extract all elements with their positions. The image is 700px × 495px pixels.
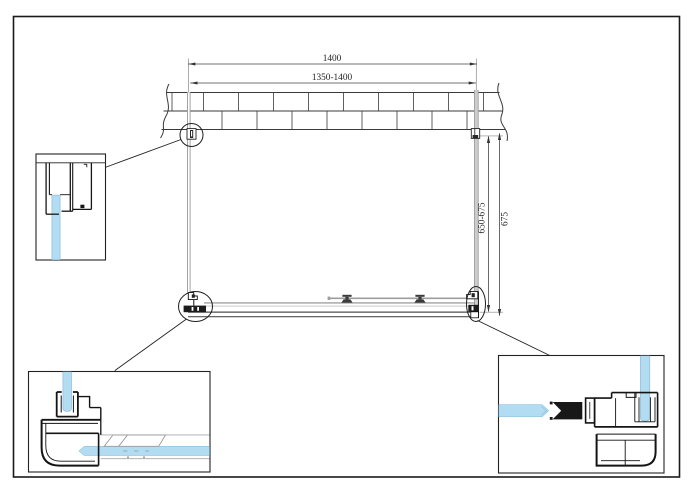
magnet-seal-section xyxy=(552,402,583,420)
dim-label-top-range: 1350-1400 xyxy=(312,73,353,83)
roller-right xyxy=(414,294,426,303)
top-left-bracket xyxy=(186,128,197,140)
dimension-right-total: 675 xyxy=(497,132,511,317)
wall-tile-band xyxy=(160,82,508,142)
detail-box-bottom-right xyxy=(497,354,665,474)
leader-lines xyxy=(104,139,550,371)
glass-panel xyxy=(187,58,479,312)
glass-section-vertical xyxy=(640,355,651,422)
glass-edge-right xyxy=(474,90,479,312)
glass-edge-right-fill xyxy=(474,90,479,312)
dimension-top-range: 1350-1400 xyxy=(190,73,476,85)
dimension-top-total: 1400 xyxy=(188,54,477,66)
bottom-rail xyxy=(188,294,477,318)
break-line-right xyxy=(497,82,508,142)
dim-label-top-total: 1400 xyxy=(323,54,342,64)
bottom-right-corner-bracket xyxy=(466,290,479,319)
bottom-left-corner-bracket xyxy=(183,292,206,313)
glass-edge-left xyxy=(187,92,191,293)
break-line-left xyxy=(160,83,170,139)
roller-left xyxy=(341,294,353,303)
roller-assembly-section xyxy=(103,434,167,452)
drawing-border xyxy=(12,15,681,478)
corner-profile-section xyxy=(584,391,659,467)
callout-circle-bottom-left xyxy=(178,291,213,322)
glass-section-vertical xyxy=(51,194,61,260)
callout-circle-bottom-right xyxy=(466,286,486,322)
wall-profile-section xyxy=(45,162,93,215)
top-right-bracket xyxy=(470,128,481,139)
leader-top-left xyxy=(104,139,182,168)
detail-box-bottom-left xyxy=(27,370,211,473)
dim-label-right-total: 675 xyxy=(501,212,511,226)
callout-circle-top-left xyxy=(179,123,204,147)
left-glass-strip-mask xyxy=(187,92,191,130)
detail-box-top-left xyxy=(35,153,107,261)
leader-bottom-right xyxy=(477,320,550,356)
leader-bottom-left xyxy=(114,318,187,371)
callout-circles xyxy=(178,123,486,322)
bottom-profile-section xyxy=(40,391,102,467)
glass-section-horizontal xyxy=(498,404,550,418)
dim-label-right-range: 650-675 xyxy=(478,202,488,233)
glass-section-vertical xyxy=(62,371,72,412)
